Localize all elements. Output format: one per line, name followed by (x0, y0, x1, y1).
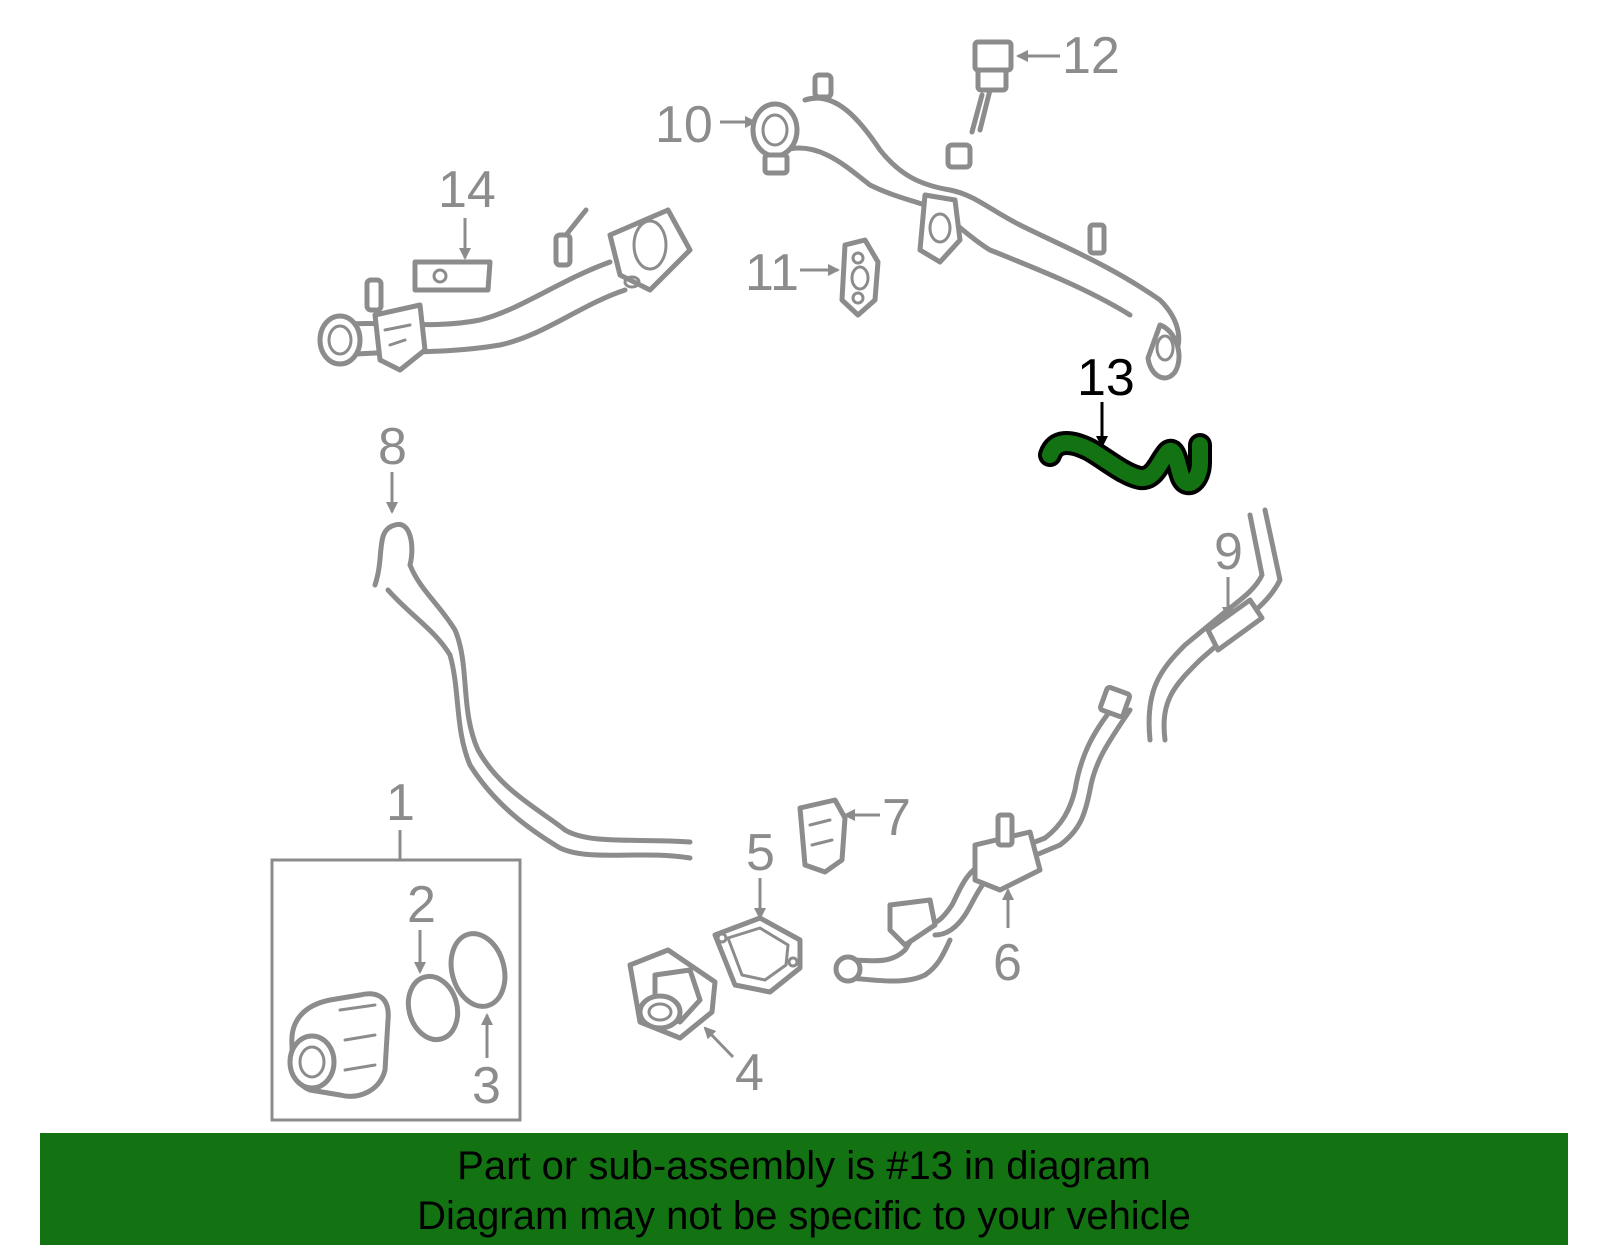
callout-13: 13 (1077, 349, 1135, 407)
part-12-temperature-sensor[interactable] (969, 39, 1014, 135)
banner-line-2: Diagram may not be specific to your vehi… (417, 1194, 1191, 1238)
part-10-bypass-pipe[interactable] (750, 72, 1182, 381)
callout-10: 10 (655, 96, 713, 154)
callout-8: 8 (378, 418, 407, 476)
part-8-hose[interactable] (372, 521, 693, 861)
callout-9: 9 (1214, 523, 1243, 581)
callout-7: 7 (882, 789, 911, 847)
part-7-bracket[interactable] (797, 797, 848, 875)
callout-4-leader (703, 1026, 735, 1059)
part-3-gasket-ring[interactable] (443, 928, 512, 1013)
callout-6: 6 (993, 934, 1022, 992)
callout-11: 11 (745, 244, 799, 302)
callout-4: 4 (735, 1044, 764, 1102)
part-1-water-pump-assembly[interactable] (270, 858, 522, 1122)
info-banner: Part or sub-assembly is #13 in diagram D… (40, 1133, 1568, 1245)
callout-14: 14 (438, 161, 496, 219)
part-13-hose[interactable] (1038, 431, 1212, 496)
part-9-hose[interactable] (1146, 507, 1283, 743)
part-2-o-ring[interactable] (402, 971, 465, 1045)
callout-12: 12 (1062, 27, 1120, 85)
banner-line-1: Part or sub-assembly is #13 in diagram (457, 1144, 1151, 1188)
callout-5: 5 (746, 824, 775, 882)
part-14-water-pipe[interactable] (317, 207, 693, 373)
callout-2: 2 (407, 876, 436, 934)
callout-3: 3 (472, 1057, 501, 1115)
part-4-thermostat-housing[interactable] (627, 947, 718, 1041)
part-11-gasket[interactable] (839, 237, 881, 318)
part-6-water-pipe[interactable] (833, 684, 1133, 984)
callout-1: 1 (386, 774, 415, 832)
part-5-gasket[interactable] (712, 915, 803, 995)
